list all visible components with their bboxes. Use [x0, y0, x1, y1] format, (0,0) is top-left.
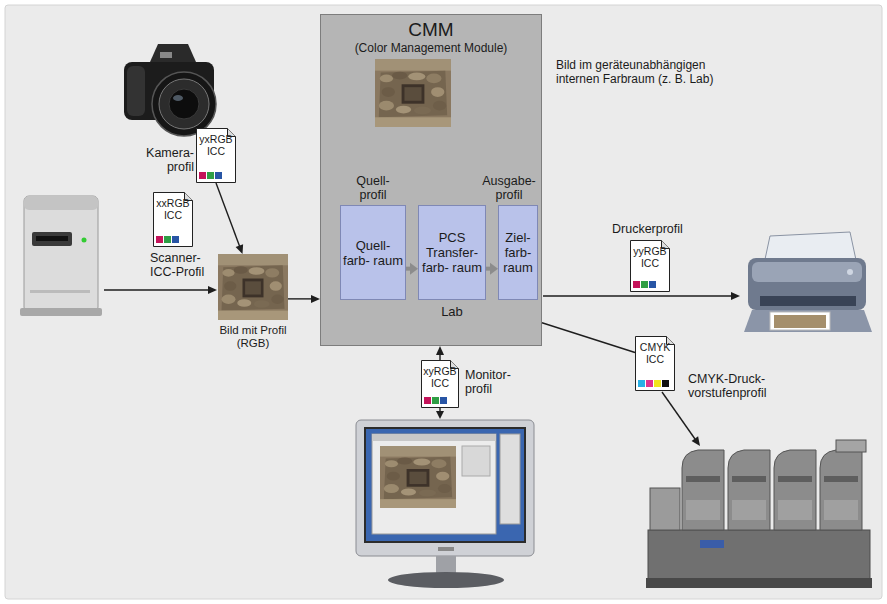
source-space-box: Quell- profilQuell- farb- raum [340, 205, 406, 300]
arrow-head [311, 295, 320, 303]
profile-name: xxRGB ICC [153, 192, 193, 221]
module-subtitle: (Color Management Module) [321, 41, 541, 55]
profile-name: CMYK ICC [635, 336, 675, 365]
profile-heading: Ausgabe- profil [479, 174, 539, 202]
monitor-illustration [356, 420, 534, 588]
connector-line [288, 298, 313, 299]
connector-line [439, 353, 440, 360]
connector [216, 183, 243, 254]
device-profile-label: Kamera- profil [132, 146, 194, 174]
device-profile-label: Druckerprofil [612, 222, 702, 236]
device-profile-label: Scanner- ICC-Profil [150, 251, 220, 279]
space-name: Quell- farb- raum [341, 238, 405, 268]
icc-profile-icon: xyRGB ICC [421, 360, 459, 408]
icc-profile-icon: yyRGB ICC [630, 240, 670, 292]
space-name: Ziel- farb- raum [499, 230, 537, 275]
icc-profile-icon: yxRGB ICC [196, 128, 236, 183]
space-name: PCS Transfer- farb- raum [419, 230, 485, 275]
connector [288, 295, 320, 303]
icc-profile-icon: xxRGB ICC [153, 192, 193, 247]
profile-name: yyRGB ICC [630, 240, 670, 269]
device-profile-label: CMYK-Druck- vorstufenprofil [688, 372, 798, 400]
profile-name: yxRGB ICC [196, 128, 236, 157]
connector-line [216, 183, 240, 247]
pcs-space-box: PCS Transfer- farb- raumLab [418, 205, 486, 300]
photo-caption: Bild mit Profil (RGB) [211, 324, 295, 350]
image-photo: Bild mit Profil (RGB) [218, 254, 288, 320]
connector-line [542, 323, 635, 353]
panel-ground [5, 5, 882, 599]
arrow-head [236, 244, 243, 254]
connector [542, 323, 635, 353]
device-profile-label: Monitor- profil [465, 368, 525, 396]
note-text: Bild im geräteunabhängigen internen Farb… [556, 58, 731, 86]
arrow-head [436, 346, 444, 355]
scanner-illustration [20, 196, 102, 316]
stone-wall-photo [218, 254, 288, 320]
profile-heading: Quell- profil [345, 174, 401, 202]
module-title: CMM [321, 19, 541, 41]
cmm-module-box: CMM(Color Management Module) Quell- profi… [320, 14, 542, 346]
space-label: Lab [419, 304, 485, 319]
stone-wall-photo [375, 59, 451, 127]
connector [436, 346, 444, 360]
profile-name: xyRGB ICC [421, 360, 459, 389]
camera-illustration [124, 44, 216, 136]
printer-illustration [744, 232, 872, 332]
target-space-box: Ausgabe- profilZiel- farb- raum [498, 205, 538, 300]
icc-profile-icon: CMYK ICC [635, 336, 675, 391]
printing-press-illustration [646, 440, 872, 588]
